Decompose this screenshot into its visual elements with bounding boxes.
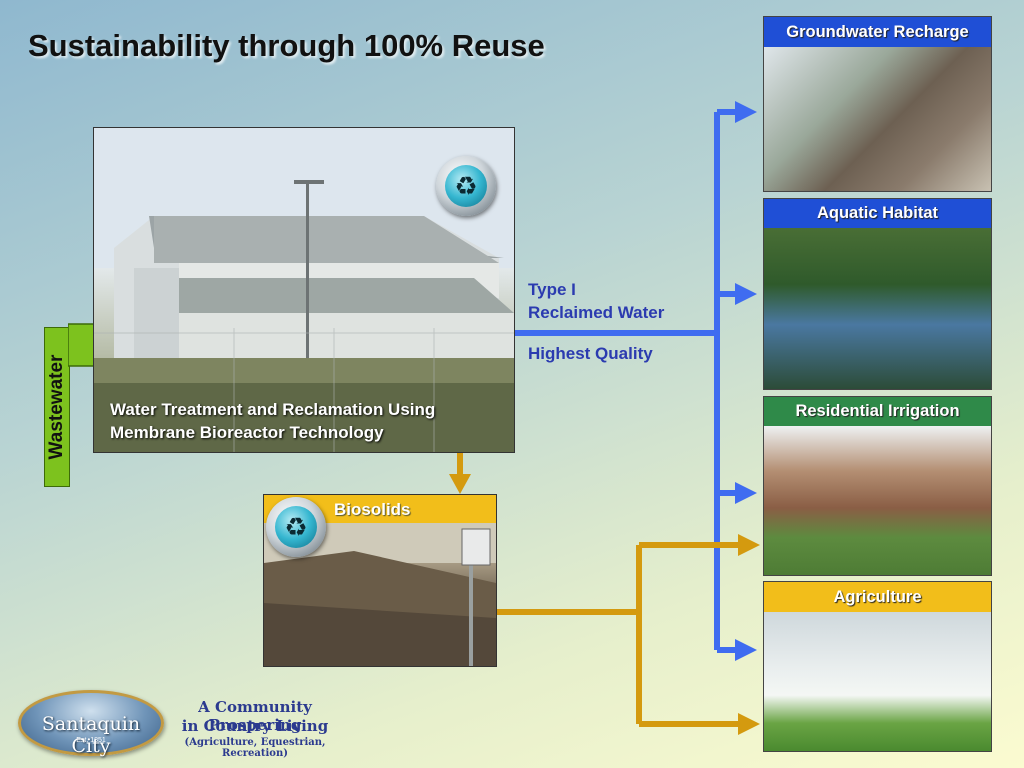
water-type-line1: Type I — [528, 280, 576, 299]
output-aquatic-habitat: Aquatic Habitat — [763, 198, 992, 390]
tagline-line2: in Country Living — [181, 717, 329, 735]
plant-recycle-badge: ♻ — [436, 156, 496, 216]
arrow-bio-to-residential — [738, 534, 760, 556]
plant-building-illustration — [94, 128, 514, 452]
plant-caption-line2: Membrane Bioreactor Technology — [110, 423, 384, 442]
plant-caption: Water Treatment and Reclamation Using Me… — [110, 398, 435, 444]
arrow-bio-to-agriculture — [738, 713, 760, 735]
water-flow-lines — [513, 109, 738, 653]
biosolids-photo: Biosolids ♻ — [263, 494, 497, 667]
arrow-to-agriculture — [735, 639, 757, 661]
output-aquatic-label: Aquatic Habitat — [764, 199, 991, 228]
tagline-line3: (Agriculture, Equestrian, Recreation) — [184, 737, 326, 759]
logo-name: Santaquin City — [41, 713, 141, 757]
plant-caption-line1: Water Treatment and Reclamation Using — [110, 400, 436, 419]
treatment-plant-photo: ♻ Water Treatment and Reclamation Using … — [93, 127, 515, 453]
output-groundwater-recharge: Groundwater Recharge — [763, 16, 992, 192]
residential-photo — [764, 426, 991, 575]
biosolids-flow-lines — [457, 452, 740, 727]
arrow-to-biosolids — [449, 474, 471, 494]
recycle-icon: ♻ — [445, 165, 487, 207]
biosolids-recycle-badge: ♻ — [266, 497, 326, 557]
arrow-to-residential — [735, 482, 757, 504]
arrow-to-groundwater — [735, 101, 757, 123]
tagline-line1: A Community Prospering — [198, 698, 312, 734]
arrow-to-aquatic — [735, 283, 757, 305]
output-residential-label: Residential Irrigation — [764, 397, 991, 426]
output-groundwater-label: Groundwater Recharge — [764, 17, 991, 47]
output-agriculture-label: Agriculture — [764, 582, 991, 612]
agriculture-photo — [764, 612, 991, 751]
page-title: Sustainability through 100% Reuse — [28, 28, 545, 63]
logo-est: Est. 1851 — [76, 737, 106, 744]
groundwater-photo — [764, 47, 991, 191]
wastewater-label: Wastewater — [46, 354, 67, 460]
wastewater-label-box: Wastewater — [44, 327, 70, 487]
water-type-line2: Reclaimed Water — [528, 303, 665, 322]
water-quality-label: Highest Quality — [528, 344, 653, 363]
biosolids-label: Biosolids — [334, 500, 411, 519]
output-agriculture: Agriculture — [763, 581, 992, 752]
santaquin-city-logo: Santaquin City Est. 1851 — [18, 690, 164, 757]
aquatic-photo — [764, 228, 991, 389]
recycle-icon: ♻ — [275, 506, 317, 548]
output-residential-irrigation: Residential Irrigation — [763, 396, 992, 576]
